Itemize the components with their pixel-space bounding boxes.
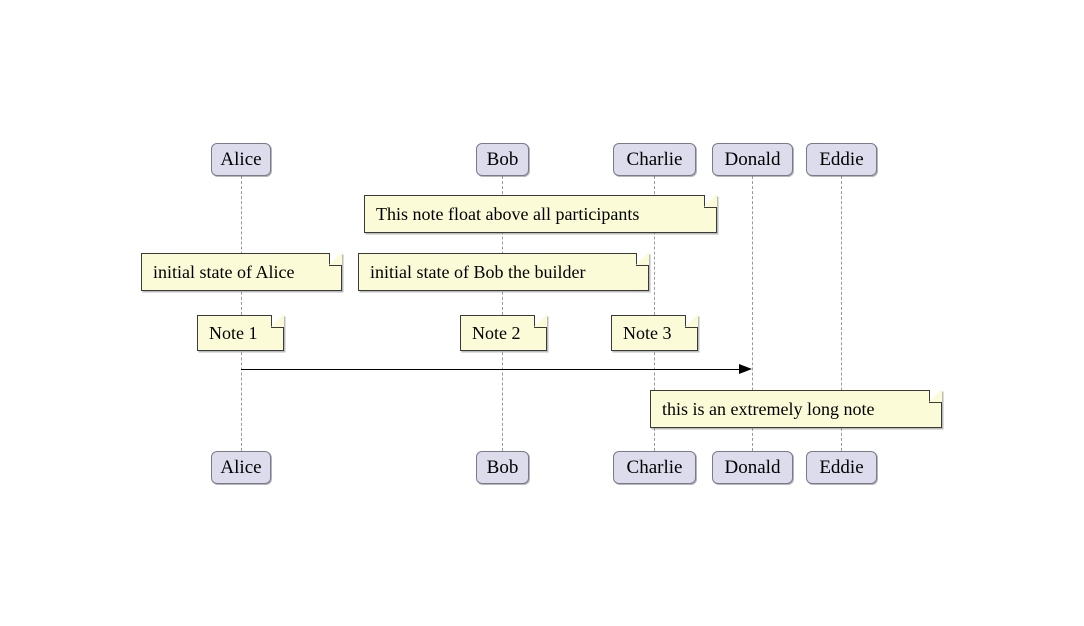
note-fold-corner-icon: [534, 314, 547, 328]
participant-label: Alice: [220, 149, 262, 170]
participant-head-alice[interactable]: Alice: [211, 143, 271, 176]
participant-foot-donald[interactable]: Donald: [712, 451, 793, 484]
participant-foot-bob[interactable]: Bob: [476, 451, 529, 484]
note-text: This note float above all participants: [376, 204, 640, 224]
note-fold-corner-icon: [329, 252, 342, 266]
note-fold-corner-icon: [929, 389, 942, 403]
participant-label: Charlie: [626, 149, 683, 170]
note-fold-corner-icon: [704, 194, 717, 208]
note-text: Note 3: [623, 323, 672, 343]
participant-label: Bob: [486, 457, 519, 478]
participant-label: Alice: [220, 457, 262, 478]
lifeline-bob: [501, 176, 503, 451]
participant-head-bob[interactable]: Bob: [476, 143, 529, 176]
note-1[interactable]: Note 1: [197, 314, 284, 351]
note-fold-corner-icon: [685, 314, 698, 328]
participant-head-eddie[interactable]: Eddie: [806, 143, 877, 176]
lifeline-alice: [240, 176, 242, 451]
note-initial-state-bob[interactable]: initial state of Bob the builder: [358, 252, 649, 291]
participant-head-charlie[interactable]: Charlie: [613, 143, 696, 176]
participant-label: Bob: [486, 149, 519, 170]
note-text: initial state of Bob the builder: [370, 262, 586, 282]
note-fold-corner-icon: [271, 314, 284, 328]
participant-foot-alice[interactable]: Alice: [211, 451, 271, 484]
note-2[interactable]: Note 2: [460, 314, 547, 351]
note-3[interactable]: Note 3: [611, 314, 698, 351]
lifeline-charlie: [653, 176, 655, 451]
note-text: initial state of Alice: [153, 262, 295, 282]
participant-label: Eddie: [819, 149, 864, 170]
note-text: Note 1: [209, 323, 258, 343]
note-text: Note 2: [472, 323, 521, 343]
note-text: this is an extremely long note: [662, 399, 875, 419]
participant-label: Eddie: [819, 457, 864, 478]
lifeline-eddie: [840, 176, 842, 451]
lifeline-donald: [751, 176, 753, 451]
participant-label: Charlie: [626, 457, 683, 478]
participant-foot-eddie[interactable]: Eddie: [806, 451, 877, 484]
note-extremely-long[interactable]: this is an extremely long note: [650, 389, 942, 428]
note-initial-state-alice[interactable]: initial state of Alice: [141, 252, 342, 291]
message-line-0[interactable]: [241, 369, 741, 370]
note-float-above-all[interactable]: This note float above all participants: [364, 194, 717, 233]
participant-foot-charlie[interactable]: Charlie: [613, 451, 696, 484]
message-arrowhead-0: [739, 364, 752, 375]
participant-head-donald[interactable]: Donald: [712, 143, 793, 176]
participant-label: Donald: [724, 457, 781, 478]
participant-label: Donald: [724, 149, 781, 170]
note-fold-corner-icon: [636, 252, 649, 266]
